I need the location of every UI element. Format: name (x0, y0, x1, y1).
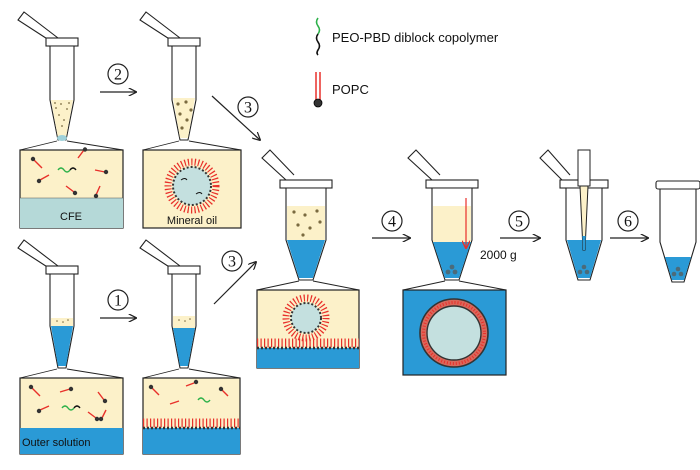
inset-gv (402, 289, 507, 376)
tube-combined (261, 149, 333, 281)
step-3-number-top: 3 (244, 100, 252, 117)
lipid-legend-label: POPC (332, 82, 369, 97)
inset-mineral-oil: Mineral oil (142, 149, 242, 229)
step-6-arrow: 6 (610, 210, 648, 238)
lipid-icon (313, 72, 323, 108)
tube-cfe-emulsion (17, 11, 79, 141)
step-1-arrow: 1 (100, 289, 136, 318)
tube-centrifuged (407, 149, 479, 281)
step-6-number: 6 (624, 214, 632, 231)
step-1-number: 1 (114, 293, 122, 310)
copolymer-icon (315, 17, 321, 56)
tube-interface-formed (139, 239, 201, 369)
step-3-arrow-down: 3 (211, 95, 260, 140)
cfe-label: CFE (60, 211, 82, 223)
tube-outer-solution (17, 239, 79, 369)
step-5-arrow: 5 (500, 210, 540, 238)
step-5-number: 5 (515, 214, 523, 231)
step-2-arrow: 2 (100, 63, 136, 92)
tube-final (655, 180, 700, 283)
inset-cfe: CFE (19, 147, 124, 229)
mineral-oil-label: Mineral oil (167, 215, 217, 227)
step-2-number: 2 (114, 67, 122, 84)
step-3-arrow-up: 3 (213, 250, 256, 305)
step-3-number-bottom: 3 (228, 254, 236, 271)
inset-combined (256, 289, 360, 369)
pipette-tip (577, 149, 591, 251)
step-4-arrow: 4 (372, 210, 410, 238)
centrifuge-label: 2000 g (480, 248, 517, 262)
inset-outer-solution: Outer solution (19, 377, 124, 455)
legend: PEO-PBD diblock copolymer POPC (313, 17, 499, 108)
inset-interface (142, 377, 241, 455)
outer-solution-label: Outer solution (22, 437, 90, 449)
step-4-number: 4 (388, 214, 396, 231)
emulsion-droplet (164, 158, 220, 214)
tube-mineral-oil (139, 11, 201, 141)
copolymer-legend-label: PEO-PBD diblock copolymer (332, 30, 499, 45)
tube-pipetting (539, 149, 609, 281)
